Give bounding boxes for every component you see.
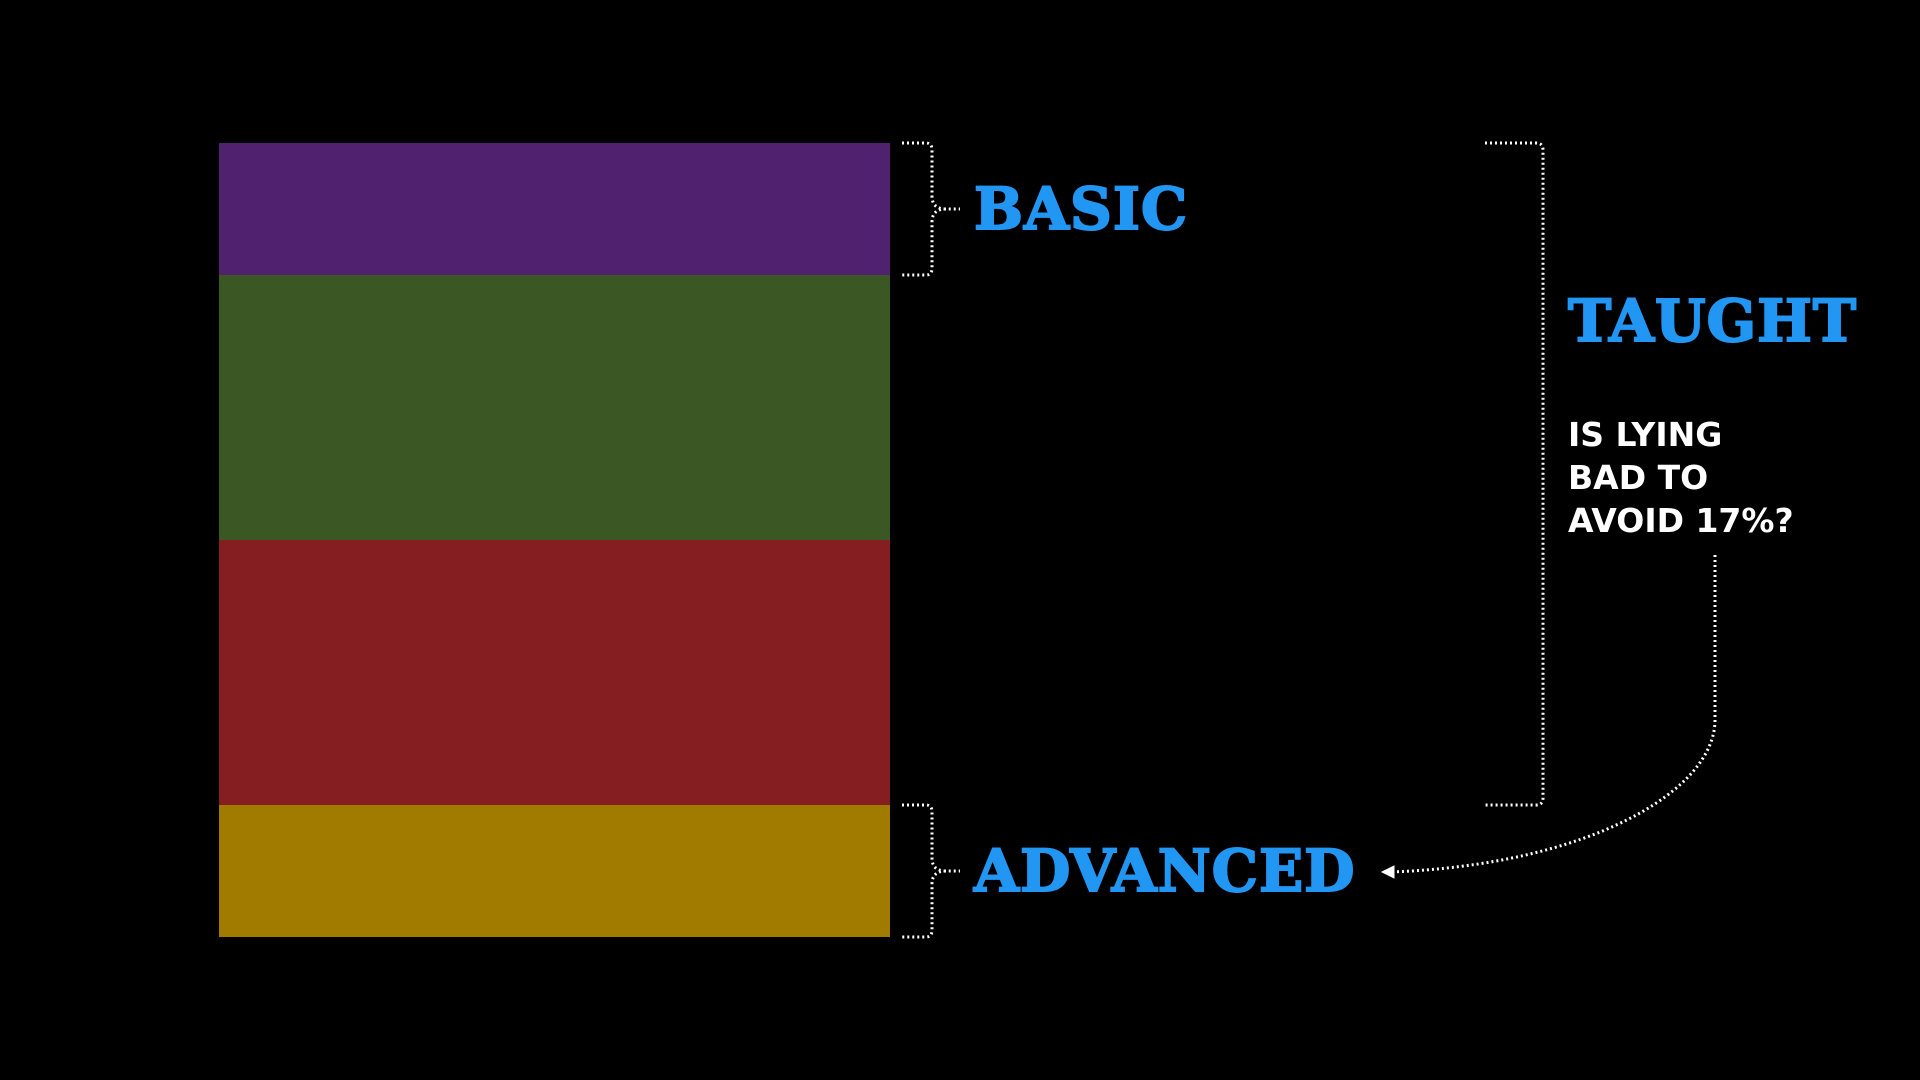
label-advanced: ADVANCED [973,837,1356,905]
band-red [219,540,890,805]
band-green [219,275,890,540]
note-line-1: IS LYING [1568,415,1723,454]
note-line-2: BAD TO [1568,458,1709,497]
question-note: IS LYING BAD TO AVOID 17%? [1568,413,1868,542]
bracket-basic [902,141,960,277]
band-advanced [219,805,890,937]
bracket-taught [1485,141,1545,807]
bracket-advanced [902,803,960,939]
arrow-connector [1389,555,1717,874]
note-line-3: AVOID 17%? [1568,501,1794,540]
arrow-head [1380,865,1395,879]
band-basic [219,143,890,275]
label-taught: TAUGHT [1567,287,1858,355]
label-basic: BASIC [973,175,1189,243]
